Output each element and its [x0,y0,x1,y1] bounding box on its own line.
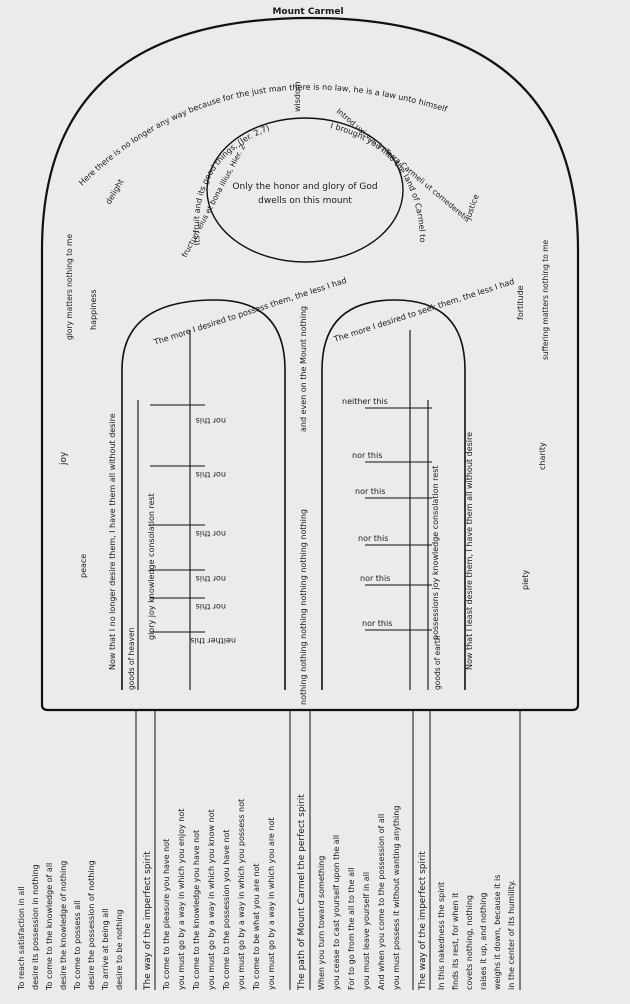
col5-line-5: And when you come to the possession of a… [377,814,386,990]
col1-line-2: desire its possession in nothing [31,864,40,990]
col5-line-1: When you turn toward something [317,856,326,990]
left-nor-2: nor this [196,470,226,479]
left-nor-1: nor this [196,416,226,425]
left-nor-group: nor this nor this nor this nor this nor … [150,404,236,645]
mount-outline [40,16,580,712]
right-nor-1: neither this [342,397,388,406]
center-oval [206,117,404,263]
right-goods: goods of earth [433,635,442,690]
right-path-side: Now that I least desire them, I have the… [465,432,474,670]
col7-line-2: finds its rest, for when it [451,893,460,990]
left-nor-5: nor this [196,602,226,611]
right-nor-group: neither this nor this nor this nor this … [342,397,432,631]
col3-line-7: To come to be what you are not [252,863,261,991]
left-nor-6: neither this [190,636,236,645]
right-items: possessions joy knowledge consolation re… [431,465,440,640]
right-nor-4: nor this [358,534,388,543]
col2-header: The way of the imperfect spirit [143,851,153,991]
col5-line-4: you must leave yourself in all [362,872,371,990]
right-path-outline [321,299,466,690]
col5-line-3: For to go from the all to the all [347,868,356,990]
left-path-header: The more I desired to possess them, the … [152,276,348,347]
virtue-justice: justice [463,193,481,222]
center-line2: dwells on this mount [258,196,352,206]
col5-line-6: you must possess it without wanting anyt… [392,806,401,990]
col7-line-5: weighs it down, because it is [493,875,502,990]
left-items: glory joy knowledge consolation rest [147,493,156,640]
virtue-joy: joy [59,451,69,466]
right-nor-6: nor this [362,619,392,628]
title: Mount Carmel [272,7,343,17]
right-nor-3: nor this [355,487,385,496]
middle-label: and even on the Mount nothing [299,306,308,432]
col3-line-2: you must go by a way in which you enjoy … [177,809,186,990]
col7-line-1: In this nakedness the spirit [437,882,446,990]
col3-line-5: To come to the possession you have not [222,829,231,991]
virtue-charity: charity [538,442,547,470]
virtue-piety: piety [521,570,530,590]
col3-line-4: you must go by a way in which you know n… [207,809,216,990]
bottom-section: To reach satisfaction in all desire its … [17,710,521,991]
col3-line-3: To come to the knowledge you have not [192,830,201,991]
center-line1: Only the honor and glory of God [232,182,377,192]
right-path-header: The more I desired to seek them, the les… [332,277,516,344]
col7-line-3: covets nothing, nothing [465,895,474,990]
col3-line-6: you must go by a way in which you posses… [237,799,246,990]
virtue-glory: glory matters nothing to me [65,234,74,340]
right-nor-5: nor this [360,574,390,583]
col3-line-1: To come to the pleasure you have not [162,839,171,991]
left-goods: goods of heaven [127,627,136,690]
virtue-peace: peace [79,554,88,578]
col1-line-5: To come to possess all [73,900,82,991]
left-nor-4: nor this [196,574,226,583]
virtue-wisdom: wisdom [293,81,302,112]
col1-line-4: desire the knowledge of nothing [59,861,68,990]
virtue-suffering: suffering matters nothing to me [541,239,550,360]
col1-line-6: desire the possession of nothing [87,860,96,990]
left-path-outline [121,299,286,690]
virtue-delight: delight [104,177,126,206]
col1-line-7: To arrive at being all [101,908,110,991]
ring-latin-right: Introd uxi vos in Terra Carmeli ut comed… [335,107,472,224]
virtue-happiness: happiness [89,289,98,330]
col3-line-8: you must go by a way in which you are no… [267,818,276,991]
left-nor-3: nor this [196,529,226,538]
virtue-fortitude: fortitude [516,285,525,320]
right-nor-2: nor this [352,451,382,460]
col1-line-1: To reach satisfaction in all [17,886,26,991]
col5-line-2: you cease to cast yourself upon the all [332,835,341,990]
col1-line-8: desire to be nothing [115,909,124,990]
middle-nothing: nothing nothing nothing nothing nothing … [299,509,308,705]
col4-header: The path of Mount Carmel the perfect spi… [297,794,307,991]
left-path-side: Now that I no longer desire them, I have… [108,413,117,670]
col7-line-4: raises it up, and nothing [479,893,488,991]
col1-line-3: To come to the knowledge of all [45,863,54,991]
col6-header: The way of the imperfect spirit [418,851,428,991]
col7-line-6: in the center of its humility. [507,880,516,990]
